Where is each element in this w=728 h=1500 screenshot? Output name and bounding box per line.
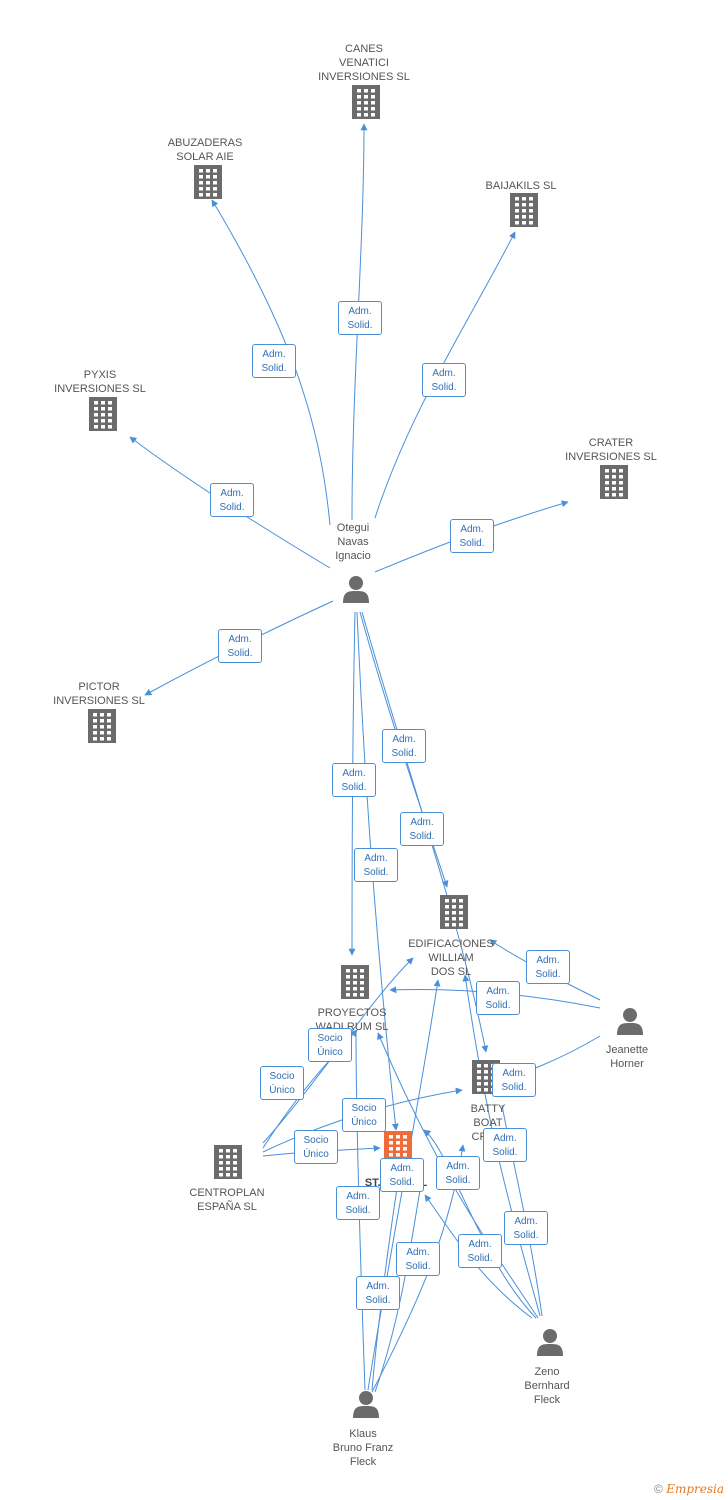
relation-badge-b4[interactable]: Adm. Solid. — [210, 483, 254, 517]
relation-badge-s3[interactable]: Socio Único — [342, 1098, 386, 1132]
person-icon-jeanette[interactable] — [617, 1008, 643, 1035]
relation-badge-b17[interactable]: Adm. Solid. — [336, 1186, 380, 1220]
building-icon-canes[interactable] — [352, 85, 380, 119]
relation-badge-b12[interactable]: Adm. Solid. — [476, 981, 520, 1015]
relation-badge-b3[interactable]: Adm. Solid. — [422, 363, 466, 397]
relation-badge-b5[interactable]: Adm. Solid. — [450, 519, 494, 553]
node-label-jeanette[interactable]: Jeanette Horner — [605, 1044, 649, 1070]
building-icon-abuzaderas[interactable] — [194, 165, 222, 199]
node-label-pictor[interactable]: PICTOR INVERSIONES SL — [53, 681, 145, 707]
relation-badge-b9[interactable]: Adm. Solid. — [400, 812, 444, 846]
relation-edge — [462, 974, 541, 1317]
relation-badge-s1[interactable]: Socio Único — [308, 1028, 352, 1062]
relation-badge-b18[interactable]: Adm. Solid. — [504, 1211, 548, 1245]
node-label-zeno[interactable]: Zeno Bernhard Fleck — [524, 1366, 570, 1406]
node-label-proyectos[interactable]: PROYECTOS WADLRUM SL — [315, 1007, 389, 1033]
building-icon-pyxis[interactable] — [89, 397, 117, 431]
relation-edge — [423, 1129, 537, 1319]
relation-badge-b8[interactable]: Adm. Solid. — [332, 763, 376, 797]
relation-badge-b14[interactable]: Adm. Solid. — [483, 1128, 527, 1162]
building-icon-proyectos[interactable] — [341, 965, 369, 999]
relation-badge-b21[interactable]: Adm. Solid. — [356, 1276, 400, 1310]
relation-edge — [348, 611, 356, 956]
node-label-centroplan[interactable]: CENTROPLAN ESPAÑA SL — [189, 1187, 265, 1213]
person-icon-otegui[interactable] — [343, 576, 369, 603]
footer: © Empresia — [654, 1482, 724, 1496]
relation-edge — [377, 1032, 539, 1319]
node-label-klaus[interactable]: Klaus Bruno Franz Fleck — [332, 1428, 394, 1468]
node-label-pyxis[interactable]: PYXIS INVERSIONES SL — [54, 369, 146, 395]
building-icon-crater[interactable] — [600, 465, 628, 499]
relation-edge — [211, 199, 331, 526]
brand-logo[interactable]: Empresia — [666, 1482, 724, 1496]
node-label-edificaciones[interactable]: EDIFICACIONES WILLIAM DOS SL — [408, 938, 494, 978]
node-label-baijakils[interactable]: BAIJAKILS SL — [485, 180, 557, 192]
relation-badge-b1[interactable]: Adm. Solid. — [338, 301, 382, 335]
relation-badge-s4[interactable]: Socio Único — [294, 1130, 338, 1164]
relation-badge-s2[interactable]: Socio Único — [260, 1066, 304, 1100]
relation-edge — [359, 611, 449, 888]
relation-badge-b10[interactable]: Adm. Solid. — [354, 848, 398, 882]
node-label-otegui[interactable]: Otegui Navas Ignacio — [335, 522, 371, 562]
building-icon-baijakils[interactable] — [510, 193, 538, 227]
building-icon-edificaciones[interactable] — [440, 895, 468, 929]
node-label-crater[interactable]: CRATER INVERSIONES SL — [565, 437, 657, 463]
relation-badge-b15[interactable]: Adm. Solid. — [380, 1158, 424, 1192]
node-label-abuzaderas[interactable]: ABUZADERAS SOLAR AIE — [167, 137, 243, 163]
relation-badge-b11[interactable]: Adm. Solid. — [526, 950, 570, 984]
relation-edge — [501, 1104, 543, 1317]
relation-badge-b13[interactable]: Adm. Solid. — [492, 1063, 536, 1097]
copyright-symbol: © — [654, 1482, 663, 1496]
relation-badge-b2[interactable]: Adm. Solid. — [252, 344, 296, 378]
person-icon-klaus[interactable] — [353, 1391, 379, 1418]
relation-badge-b19[interactable]: Adm. Solid. — [396, 1242, 440, 1276]
relation-edge — [374, 1189, 421, 1393]
person-icon-zeno[interactable] — [537, 1329, 563, 1356]
relation-badge-b20[interactable]: Adm. Solid. — [458, 1234, 502, 1268]
relation-badge-b6[interactable]: Adm. Solid. — [218, 629, 262, 663]
building-icon-pictor[interactable] — [88, 709, 116, 743]
icons-layer — [88, 85, 643, 1418]
relation-edge — [356, 611, 399, 1131]
node-label-canes[interactable]: CANES VENATICI INVERSIONES SL — [318, 43, 410, 83]
relation-badge-b16[interactable]: Adm. Solid. — [436, 1156, 480, 1190]
building-icon-centroplan[interactable] — [214, 1145, 242, 1179]
relation-badge-b7[interactable]: Adm. Solid. — [382, 729, 426, 763]
